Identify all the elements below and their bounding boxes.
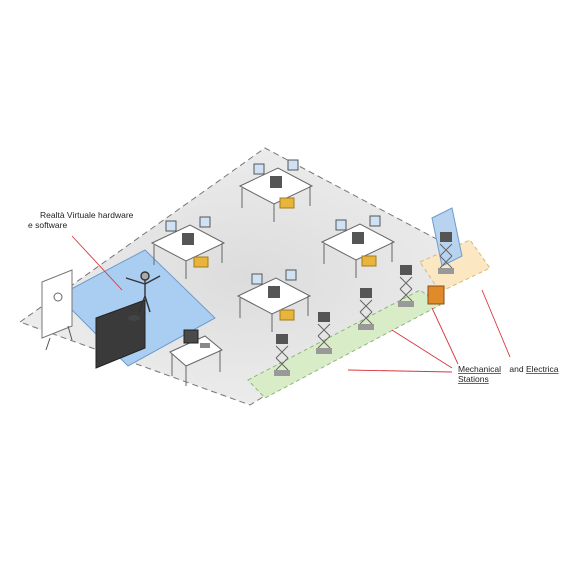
vr-leader-line	[71, 235, 123, 291]
vr-person	[125, 271, 161, 313]
electrical-cabinet	[427, 285, 445, 305]
mechanical-stations-zone	[247, 289, 441, 399]
mech-leader-line-2	[391, 329, 453, 369]
mech-station-1	[274, 334, 290, 376]
elec-leader-line-2	[431, 307, 459, 365]
computer-desk	[169, 329, 223, 386]
vr-controller	[128, 315, 140, 321]
vr-label-line-2: e software	[28, 220, 68, 230]
workstation-center	[236, 269, 312, 332]
whiteboard	[41, 269, 73, 351]
workstation-top	[238, 159, 314, 222]
vr-label-line-1: Realtà Virtuale hardware	[40, 210, 134, 220]
stations-label: Mechanical and Electrica Stations	[458, 364, 559, 384]
mech-leader-line-1	[347, 369, 453, 373]
workstation-right	[320, 215, 396, 278]
mech-station-2	[316, 312, 332, 354]
workstation-left	[150, 216, 226, 279]
mech-station-3	[358, 288, 374, 330]
elec-leader-line-1	[481, 289, 511, 358]
vr-label: Realtà Virtuale hardware e software	[28, 210, 134, 230]
mech-station-5	[438, 232, 454, 274]
stations-label-line-1: Mechanical and Electrica	[458, 364, 559, 374]
stations-label-line-2: Stations	[458, 374, 489, 384]
electrica-word: Electrica	[525, 364, 559, 374]
and-word: and	[509, 364, 524, 374]
mech-station-4	[398, 265, 414, 307]
mechanical-word: Mechanical	[458, 364, 501, 374]
